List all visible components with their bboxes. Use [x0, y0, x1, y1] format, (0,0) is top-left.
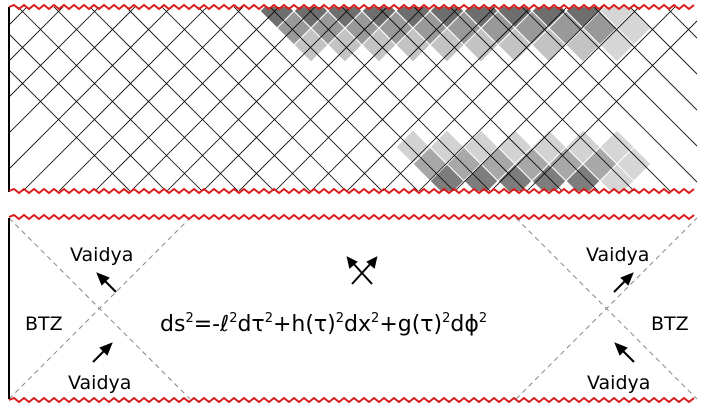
null-ray: [53, 7, 239, 191]
null-ray: [449, 7, 635, 191]
null-ray: [346, 7, 532, 191]
null-ray: [9, 7, 28, 26]
null-ray: [22, 7, 208, 191]
null-ray: [233, 7, 419, 191]
null-ray: [485, 7, 671, 191]
null-ray: [161, 7, 347, 191]
vaidya-label-bottom-left: Vaidya: [68, 372, 132, 394]
null-ray: [94, 7, 280, 191]
crossed-light-cone-arrows-icon: [346, 256, 378, 285]
null-ray: [557, 7, 697, 147]
metric-eq: =-ℓ: [193, 312, 230, 337]
metric-sq: 2: [335, 311, 345, 326]
null-ray: [341, 7, 527, 191]
top-penrose-diagram: [8, 3, 697, 195]
null-ray: [310, 7, 496, 191]
null-ray: [418, 7, 604, 191]
metric-dphi: dϕ: [450, 312, 479, 337]
top-future-singularity: [8, 3, 695, 11]
metric-sq: 2: [229, 311, 238, 326]
null-ray: [377, 7, 563, 191]
null-ray: [629, 7, 697, 75]
vaidya-label-bottom-right: Vaidya: [587, 372, 651, 394]
metric-h: +h(τ): [272, 312, 336, 337]
metric-dtau: dτ: [237, 312, 265, 337]
null-ray: [269, 7, 455, 191]
right-dashed-horizon-up: [515, 217, 698, 400]
arrow-bottom-right: [614, 342, 635, 363]
null-ray: [274, 7, 460, 191]
arrow-bottom-left: [92, 342, 113, 363]
null-ray-lines: [9, 7, 697, 191]
null-ray: [521, 7, 697, 183]
arrow-top-right: [613, 272, 634, 293]
null-ray: [125, 7, 311, 191]
null-ray: [166, 7, 352, 191]
vaidya-label-top-right: Vaidya: [586, 244, 650, 266]
null-ray: [490, 7, 676, 191]
null-ray: [9, 7, 100, 98]
null-ray: [526, 20, 697, 191]
null-ray: [665, 7, 697, 39]
null-ray: [9, 69, 131, 191]
null-ray: [454, 7, 640, 191]
null-ray: [9, 33, 167, 191]
bottom-past-singularity: [8, 396, 695, 404]
null-ray: [593, 7, 697, 111]
metric-dx: dx: [344, 312, 372, 337]
null-ray: [89, 7, 275, 191]
shaded-diamond: [616, 146, 652, 182]
metric-sq: 2: [478, 311, 488, 326]
metric-sq: 2: [442, 311, 451, 326]
null-ray: [130, 7, 316, 191]
metric-sq: 2: [264, 311, 273, 326]
shaded-region-tiles: [259, 7, 652, 191]
bottom-penrose-diagram: [8, 213, 698, 404]
null-ray: [197, 7, 383, 191]
left-dashed-horizon-up: [8, 217, 191, 400]
null-ray: [238, 7, 424, 191]
top-past-singularity: [8, 187, 695, 195]
null-ray: [202, 7, 388, 191]
null-ray: [413, 7, 599, 191]
metric-sq: 2: [185, 311, 194, 326]
vaidya-label-top-left: Vaidya: [70, 244, 134, 266]
metric-g: +g(τ): [379, 312, 443, 337]
null-ray: [382, 7, 568, 191]
null-ray: [9, 7, 172, 170]
null-ray: [9, 7, 64, 62]
null-ray: [9, 7, 136, 134]
metric-ds: ds: [160, 312, 186, 337]
metric-sq: 2: [371, 311, 380, 326]
arrow-top-left: [96, 272, 117, 293]
btz-label-right: BTZ: [651, 313, 689, 335]
metric-equation: ds2=-ℓ2dτ2+h(τ)2dx2+g(τ)2dϕ2: [160, 312, 487, 337]
btz-label-left: BTZ: [25, 313, 63, 335]
null-ray: [58, 7, 244, 191]
null-ray: [305, 7, 491, 191]
null-ray: [17, 7, 203, 191]
bottom-future-singularity: [8, 213, 695, 221]
